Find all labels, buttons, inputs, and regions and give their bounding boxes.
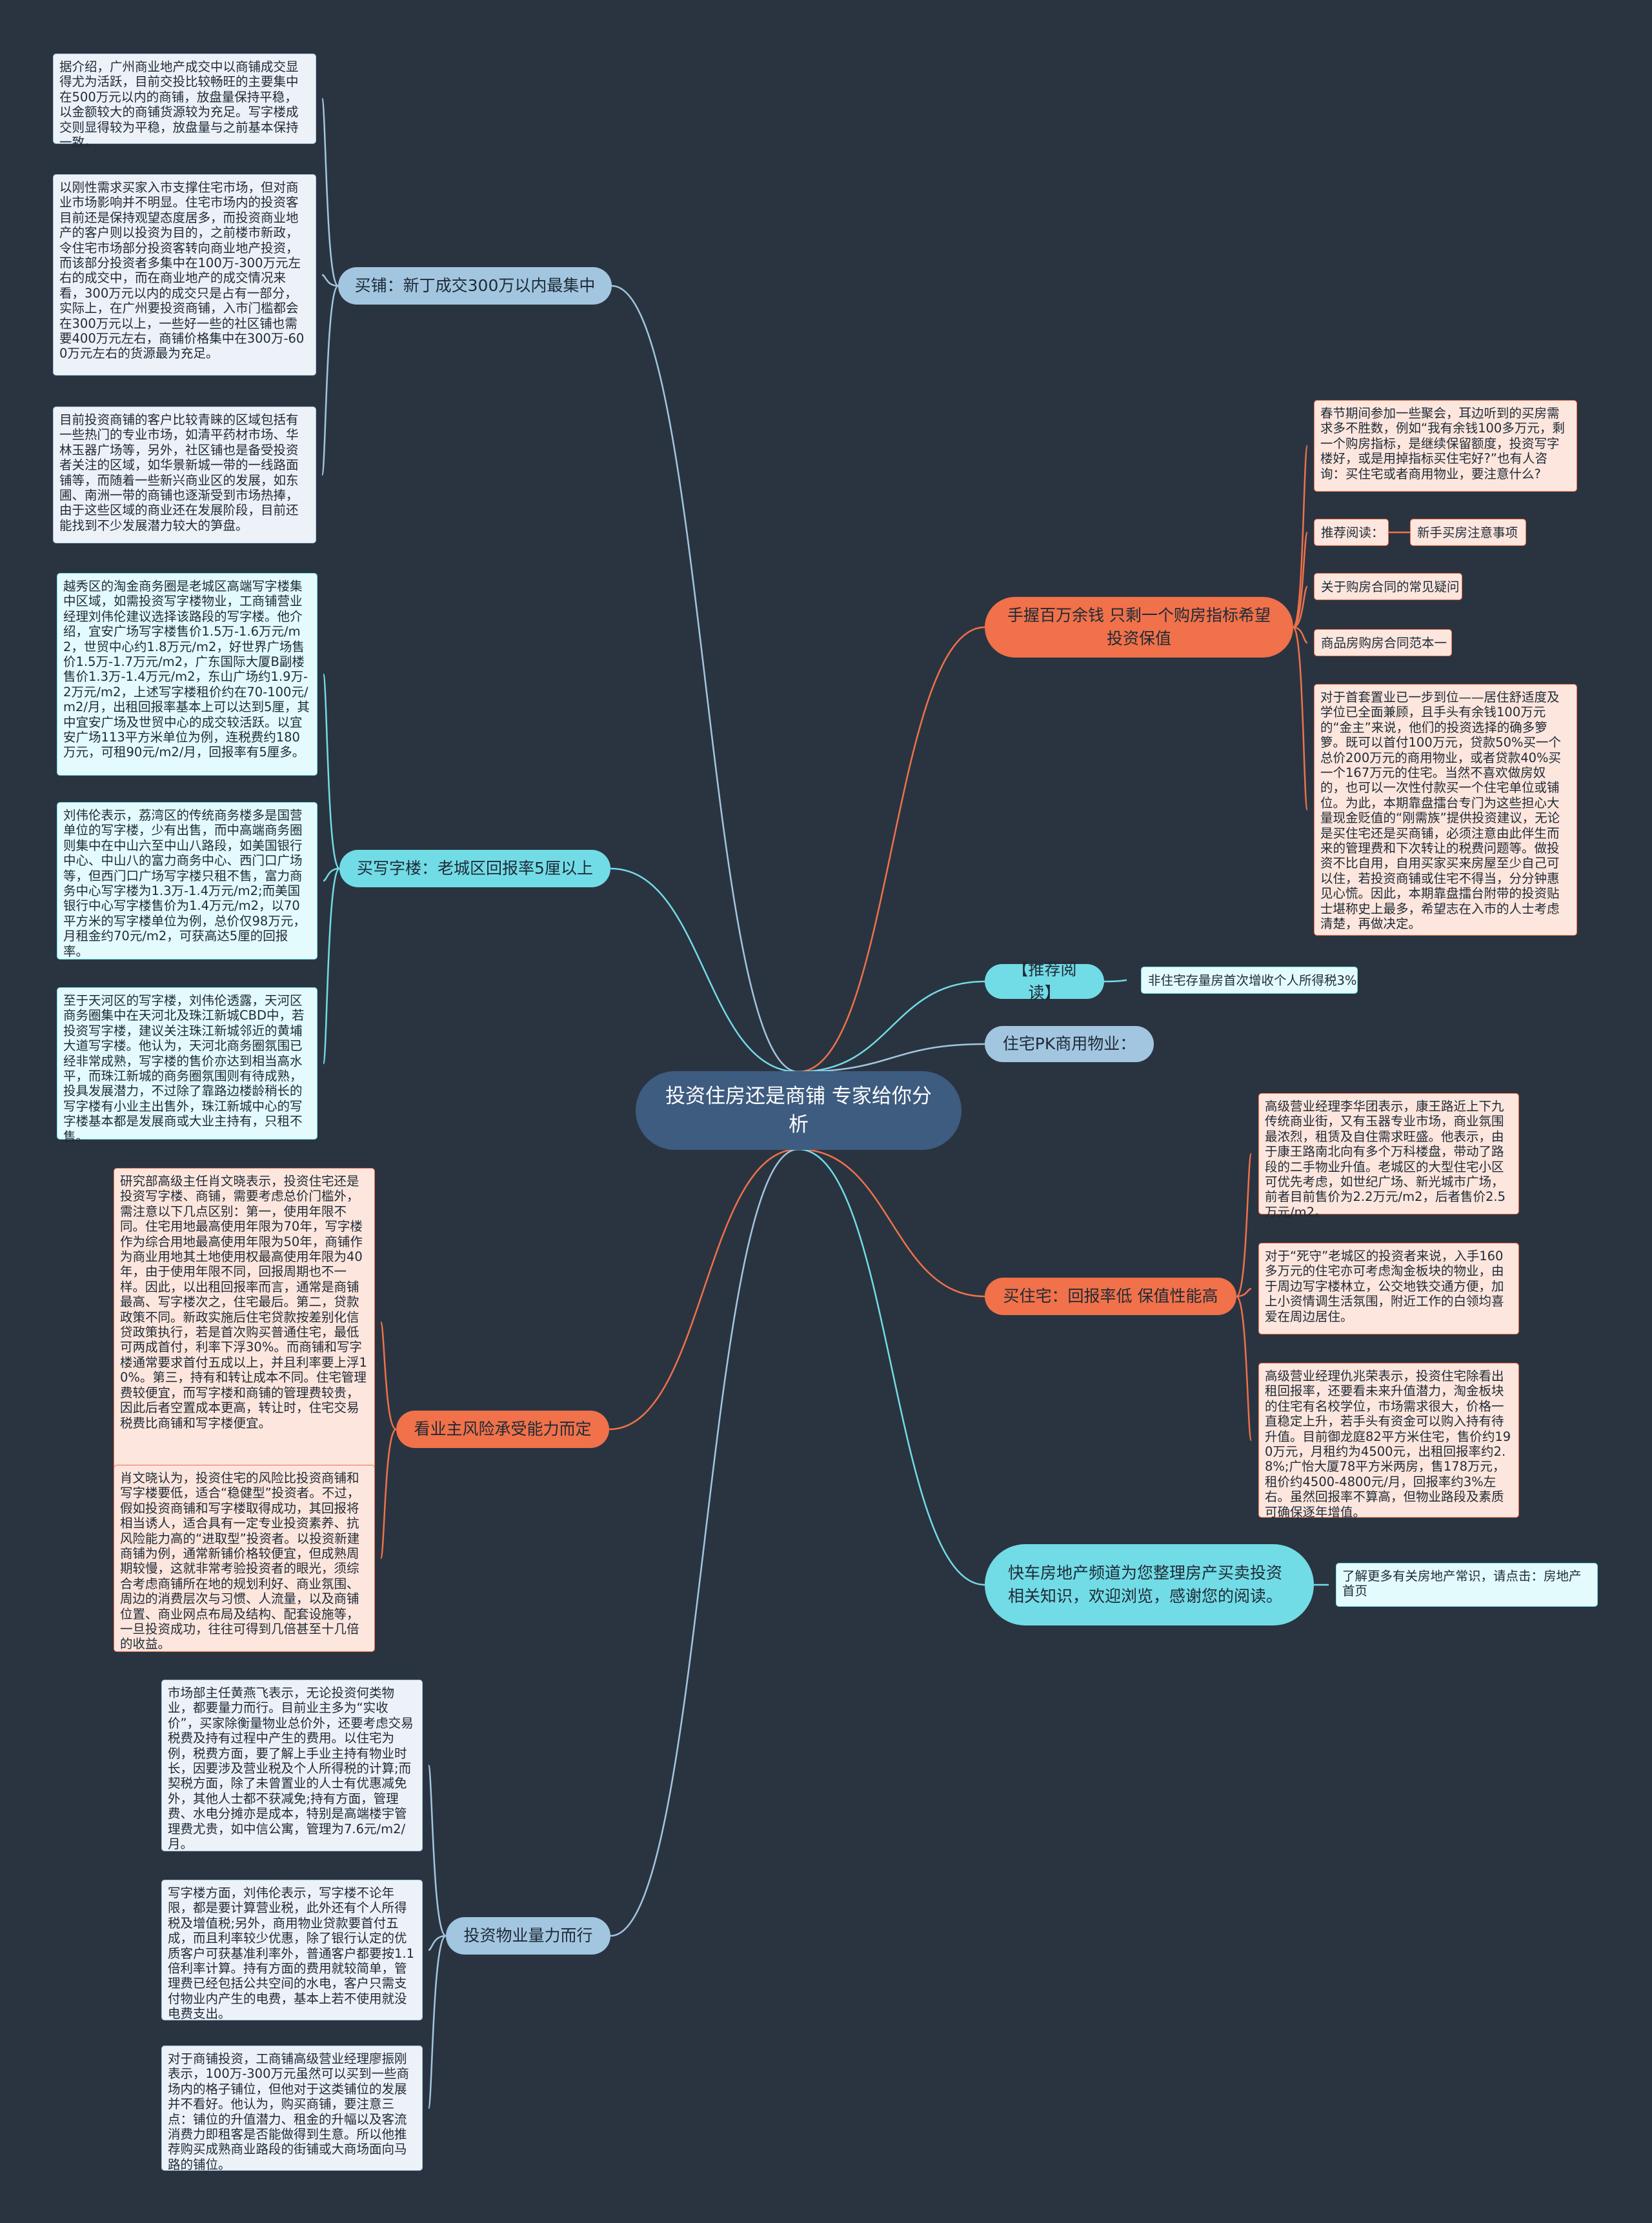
branch-risk[interactable]: 看业主风险承受能力而定 — [396, 1411, 609, 1448]
link-realestate-home[interactable]: 了解更多有关房地产常识，请点击：房地产首页 — [1336, 1563, 1598, 1607]
root-topic: 投资住房还是商铺 专家给你分析 — [636, 1071, 962, 1150]
branch-shop[interactable]: 买铺：新丁成交300万以内最集中 — [338, 267, 612, 305]
branch-house[interactable]: 买住宅：回报率低 保值性能高 — [985, 1278, 1236, 1315]
link-quota-leaf-2 — [1293, 585, 1309, 629]
leaf-cost-2: 写字楼方面，刘伟伦表示，写字楼不论年限，都是要计算营业税，此外还有个人所得税及增… — [161, 1880, 423, 2021]
link-quota-leaf-3 — [1293, 626, 1308, 644]
link-root-cost — [610, 1148, 799, 1937]
link-house-leaf-2 — [1235, 1295, 1253, 1442]
leaf-office-3: 至于天河区的写字楼，刘伟伦透露，天河区商务圈集中在天河北及珠江新城CBD中，若投… — [57, 987, 317, 1144]
leaf-office-1: 越秀区的淘金商务圈是老城区高端写字楼集中区域，如需投资写字楼物业，工商铺营业经理… — [57, 573, 317, 776]
link-cost-leaf-1 — [428, 1935, 447, 1951]
link-root-pk — [798, 1043, 985, 1073]
branch-recommend[interactable]: 【推荐阅读】 — [985, 960, 1104, 1002]
link-contract-template[interactable]: 商品房购房合同范本一 — [1314, 629, 1452, 656]
link-risk-leaf-1 — [379, 1428, 398, 1560]
branch-quota[interactable]: 手握百万余钱 只剩一个购房指标希望投资保值 — [985, 597, 1293, 658]
leaf-office-2: 刘伟伦表示，荔湾区的传统商务楼多是国营单位的写字楼，少有出售，而中高端商务圈则集… — [57, 802, 317, 960]
link-office-leaf-1 — [323, 867, 340, 882]
link-root-quota — [798, 626, 985, 1073]
link-house-leaf-1 — [1236, 1287, 1252, 1298]
link-contract-faq[interactable]: 关于购房合同的常见疑问 — [1314, 573, 1462, 600]
link-root-risk — [609, 1148, 799, 1431]
link-recommend-leaf-0 — [1103, 979, 1127, 983]
link-quota-leaf-0 — [1292, 445, 1309, 629]
leaf-shop-2: 以刚性需求买家入市支撑住宅市场，但对商业市场影响并不明显。住宅市场内的投资客目前… — [53, 174, 316, 376]
leaf-risk-1: 研究部高级主任肖文晓表示，投资住宅还是投资写字楼、商铺，需要考虑总价门槛外，需注… — [114, 1168, 375, 1476]
link-root-recommend — [798, 980, 985, 1073]
branch-office[interactable]: 买写字楼：老城区回报率5厘以上 — [339, 850, 610, 887]
leaf-house-2: 对于“死守”老城区的投资者来说，入手160多万元的住宅亦可考虑淘金板块的物业，由… — [1258, 1243, 1519, 1334]
leaf-cost-1: 市场部主任黄燕飞表示，无论投资何类物业，都要量力而行。目前业主多为“实收价”，买… — [161, 1680, 423, 1851]
link-house-leaf-0 — [1235, 1152, 1253, 1298]
link-quota-leaf-1 — [1293, 531, 1309, 629]
link-cost-leaf-2 — [427, 1935, 447, 2109]
link-shop-leaf-0 — [321, 97, 339, 287]
link-cost-leaf-0 — [427, 1764, 447, 1937]
link-root-office — [610, 867, 799, 1073]
leaf-quota-advice: 对于首套置业已一步到位——居住舒适度及学位已全面兼顾，且手头有余钱100万元的“… — [1314, 684, 1577, 936]
link-root-house — [798, 1148, 985, 1298]
leaf-risk-2: 肖文晓认为，投资住宅的风险比投资商铺和写字楼要低，适合“稳健型”投资者。不过，假… — [114, 1465, 375, 1652]
tag-recommended-reading: 推荐阅读： — [1314, 519, 1389, 546]
leaf-quota-intro: 春节期间参加一些聚会，耳边听到的买房需求多不胜数，例如“我有余钱100多万元，剩… — [1314, 400, 1577, 492]
leaf-house-3: 高级营业经理仇兆荣表示，投资住宅除看出租回报率，还要看未来升值潜力，淘金板块的住… — [1258, 1363, 1519, 1520]
leaf-cost-3: 对于商铺投资，工商铺高级营业经理廖振刚表示，100万-300万元虽然可以买到一些… — [161, 2046, 423, 2172]
link-risk-leaf-0 — [379, 1321, 397, 1431]
branch-pk[interactable]: 住宅PK商用物业： — [985, 1026, 1154, 1062]
link-new-buyer-tips[interactable]: 新手买房注意事项 — [1410, 519, 1526, 546]
branch-kuaiche[interactable]: 快车房地产频道为您整理房产买卖投资相关知识，欢迎浏览，感谢您的阅读。 — [985, 1544, 1314, 1625]
leaf-shop-3: 目前投资商铺的客户比较青睐的区域包括有一些热门的专业市场，如清平药材市场、华林玉… — [53, 407, 316, 543]
link-shop-leaf-1 — [321, 274, 339, 287]
link-office-leaf-0 — [322, 673, 341, 870]
link-tax-news[interactable]: 非住宅存量房首次增收个人所得税3% — [1141, 967, 1358, 994]
link-root-kuaiche — [798, 1148, 985, 1586]
leaf-house-1: 高级营业经理李华团表示，康王路近上下九传统商业街，又有玉器专业市场，商业氛围最浓… — [1258, 1093, 1519, 1220]
branch-cost[interactable]: 投资物业量力而行 — [446, 1917, 610, 1955]
link-quota-leaf-4 — [1292, 626, 1309, 811]
link-office-leaf-2 — [322, 867, 341, 1065]
link-root-shop — [611, 285, 799, 1073]
leaf-shop-1: 据介绍，广州商业地产成交中以商铺成交显得尤为活跃，目前交投比较畅旺的主要集中在5… — [53, 54, 316, 150]
link-shop-leaf-2 — [321, 285, 339, 476]
